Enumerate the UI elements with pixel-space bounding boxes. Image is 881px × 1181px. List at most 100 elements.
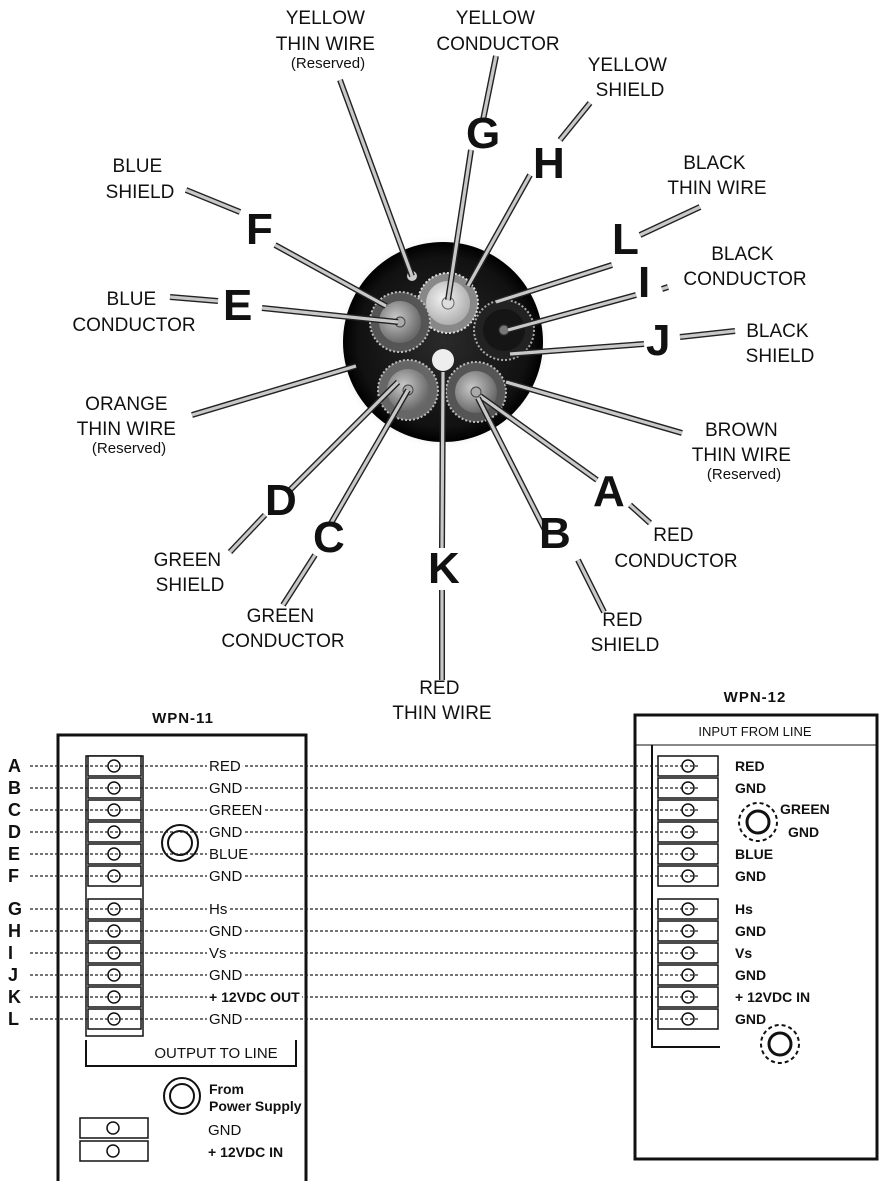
wpn-11-screw-0 — [107, 759, 121, 773]
letter-k: K — [428, 544, 460, 593]
wpn-11-pin-label-bg-c — [207, 802, 265, 819]
wpn-11-pin-label-bg-h — [207, 923, 245, 940]
wpn-12-pin-label-5: Hs — [735, 901, 753, 917]
wpn-11-pin-label-bg-g — [207, 901, 230, 918]
wpn-12-box — [633, 713, 879, 1161]
wpn-11-pin-label-bg-j — [207, 967, 245, 984]
blue-shield-leader-inner — [185, 188, 387, 308]
red-shield-leader-outer — [475, 396, 607, 614]
wpn-11-power-connector-icon — [163, 1077, 201, 1115]
wpn-11-power-screw-12v — [106, 1144, 120, 1158]
wpn-12-green-label: GREEN — [780, 801, 830, 817]
orange-thin-wire-label: ORANGE THIN WIRE (Reserved) — [77, 394, 182, 457]
pin-letter-f: F — [8, 866, 19, 886]
wpn-12-pin-label-6: GND — [735, 923, 766, 939]
letter-a: A — [593, 467, 625, 516]
wpn-11-pin-label-j: GND — [209, 967, 243, 984]
wpn-11-pin-label-k: + 12VDC OUT — [209, 989, 300, 1005]
wpn-12-green-gnd-label: GND — [788, 824, 819, 840]
wpn-11-green-connector-icon — [161, 824, 199, 862]
yellow-shield-label: YELLOW SHIELD — [588, 55, 672, 101]
letter-l: L — [612, 215, 639, 264]
wpn-11-pin-label-e: BLUE — [209, 846, 248, 863]
wpn-11-screw-1 — [107, 781, 121, 795]
red-thin-wire-leader-inner — [440, 371, 445, 680]
red-thin-wire-label: RED THIN WIRE — [392, 678, 491, 724]
wpn-11-pin-label-d: GND — [209, 824, 243, 841]
wpn-11-screw-6 — [107, 902, 121, 916]
wpn-11-screw-8 — [107, 946, 121, 960]
conductor-black — [498, 324, 510, 336]
letter-c: C — [313, 513, 345, 562]
wpn-11-pin-label-a: RED — [209, 758, 241, 775]
black-shield-leader-inner — [509, 329, 736, 356]
wpn-12-pin-label-4: GND — [735, 868, 766, 884]
wpn-12-pin-label-1: GND — [735, 780, 766, 796]
pin-letter-e: E — [8, 844, 20, 864]
wpn-11-pin-label-f: GND — [209, 868, 243, 885]
wpn-12-terminals — [657, 755, 719, 1030]
leader-lines — [169, 55, 736, 680]
wpn-12-pin-label-10: GND — [735, 1011, 766, 1027]
wpn-11-pin-label-b: GND — [209, 780, 243, 797]
wpn-12-title: WPN-12 — [724, 689, 787, 706]
wpn-12-pin-label-9: + 12VDC IN — [735, 989, 810, 1005]
green-conductor-leader-inner — [281, 389, 410, 606]
letter-b: B — [539, 509, 571, 558]
yellow-conductor-leader-inner — [446, 55, 498, 301]
letter-h: H — [533, 139, 565, 188]
wpn-11-output-bracket — [85, 1040, 297, 1067]
wpn-11-pin-label-bg-d — [207, 824, 245, 841]
green-shield-leader-inner — [228, 380, 400, 554]
wpn-12-power-connector-icon — [760, 1024, 800, 1064]
black-conductor-label: BLACK CONDUCTOR — [683, 244, 806, 290]
wpn-11-pin-label-bg-l — [207, 1011, 245, 1028]
yellow-thin-wire-label: YELLOW THIN WIRE (Reserved) — [276, 8, 381, 72]
wpn-11-title: WPN-11 — [152, 710, 214, 727]
pin-letter-k: K — [8, 987, 21, 1007]
cable-labels: YELLOW THIN WIRE (Reserved) YELLOW CONDU… — [72, 8, 814, 724]
black-conductor-leader-inner — [507, 285, 669, 332]
wpn-11-pin-label-bg-e — [207, 846, 251, 863]
wpn-11-footer-label: OUTPUT TO LINE — [154, 1045, 277, 1062]
letter-d: D — [265, 476, 297, 525]
wpn-11-power-gnd-label: GND — [208, 1122, 242, 1139]
thin-wire-center — [432, 349, 454, 371]
brown-thin-wire-leader-inner — [505, 380, 683, 435]
wpn-11-pin-label-h: GND — [209, 923, 243, 940]
wpn-11-pin-label-g: Hs — [209, 901, 227, 918]
cable-cross-section — [335, 234, 551, 450]
blue-conductor-label: BLUE CONDUCTOR — [72, 289, 195, 336]
black-shield-label: BLACK SHIELD — [746, 321, 815, 367]
wpn-11-power-label-2: Power Supply — [209, 1098, 302, 1114]
pin-letter-c: C — [8, 800, 21, 820]
pin-letter-l: L — [8, 1009, 19, 1029]
blue-shield-label: BLUE SHIELD — [106, 156, 175, 203]
wpn-12-header: INPUT FROM LINE — [698, 724, 811, 739]
wpn-12-strip-bracket — [651, 745, 720, 1048]
wpn-11-pin-label-bg-a — [207, 758, 243, 775]
wpn-11-screw-4 — [107, 847, 121, 861]
wpn-11-panel: WPN-11 OUTPUT TO LINE From Power Supply … — [56, 710, 308, 1181]
blue-conductor-leader-inner — [169, 295, 399, 324]
wpn-11-screw-9 — [107, 968, 121, 982]
wpn-11-pin-label-bg-k — [207, 989, 303, 1005]
wpn-11-power-screw-gnd — [106, 1121, 120, 1135]
wpn-11-screw-11 — [107, 1012, 121, 1026]
cable-letters: G H L I J A B K C D E F — [223, 109, 670, 593]
wpn-12-pin-label-3: BLUE — [735, 846, 773, 862]
green-shield-label: GREEN SHIELD — [154, 550, 227, 596]
yellow-thin-wire-leader-inner — [338, 79, 414, 277]
wpn-11-box — [56, 733, 308, 1181]
pin-letter-d: D — [8, 822, 21, 842]
wpn-11-screw-7 — [107, 924, 121, 938]
brown-thin-wire-label: BROWN THIN WIRE (Reserved) — [692, 420, 797, 483]
green-conductor-label: GREEN CONDUCTOR — [221, 606, 344, 652]
letter-g: G — [466, 109, 500, 158]
pin-letter-j: J — [8, 965, 18, 985]
pin-letter-a: A — [8, 756, 21, 776]
wpn-11-pin-label-bg-i — [207, 945, 229, 962]
pin-letter-g: G — [8, 899, 22, 919]
yellow-shield-leader-inner — [466, 101, 592, 287]
